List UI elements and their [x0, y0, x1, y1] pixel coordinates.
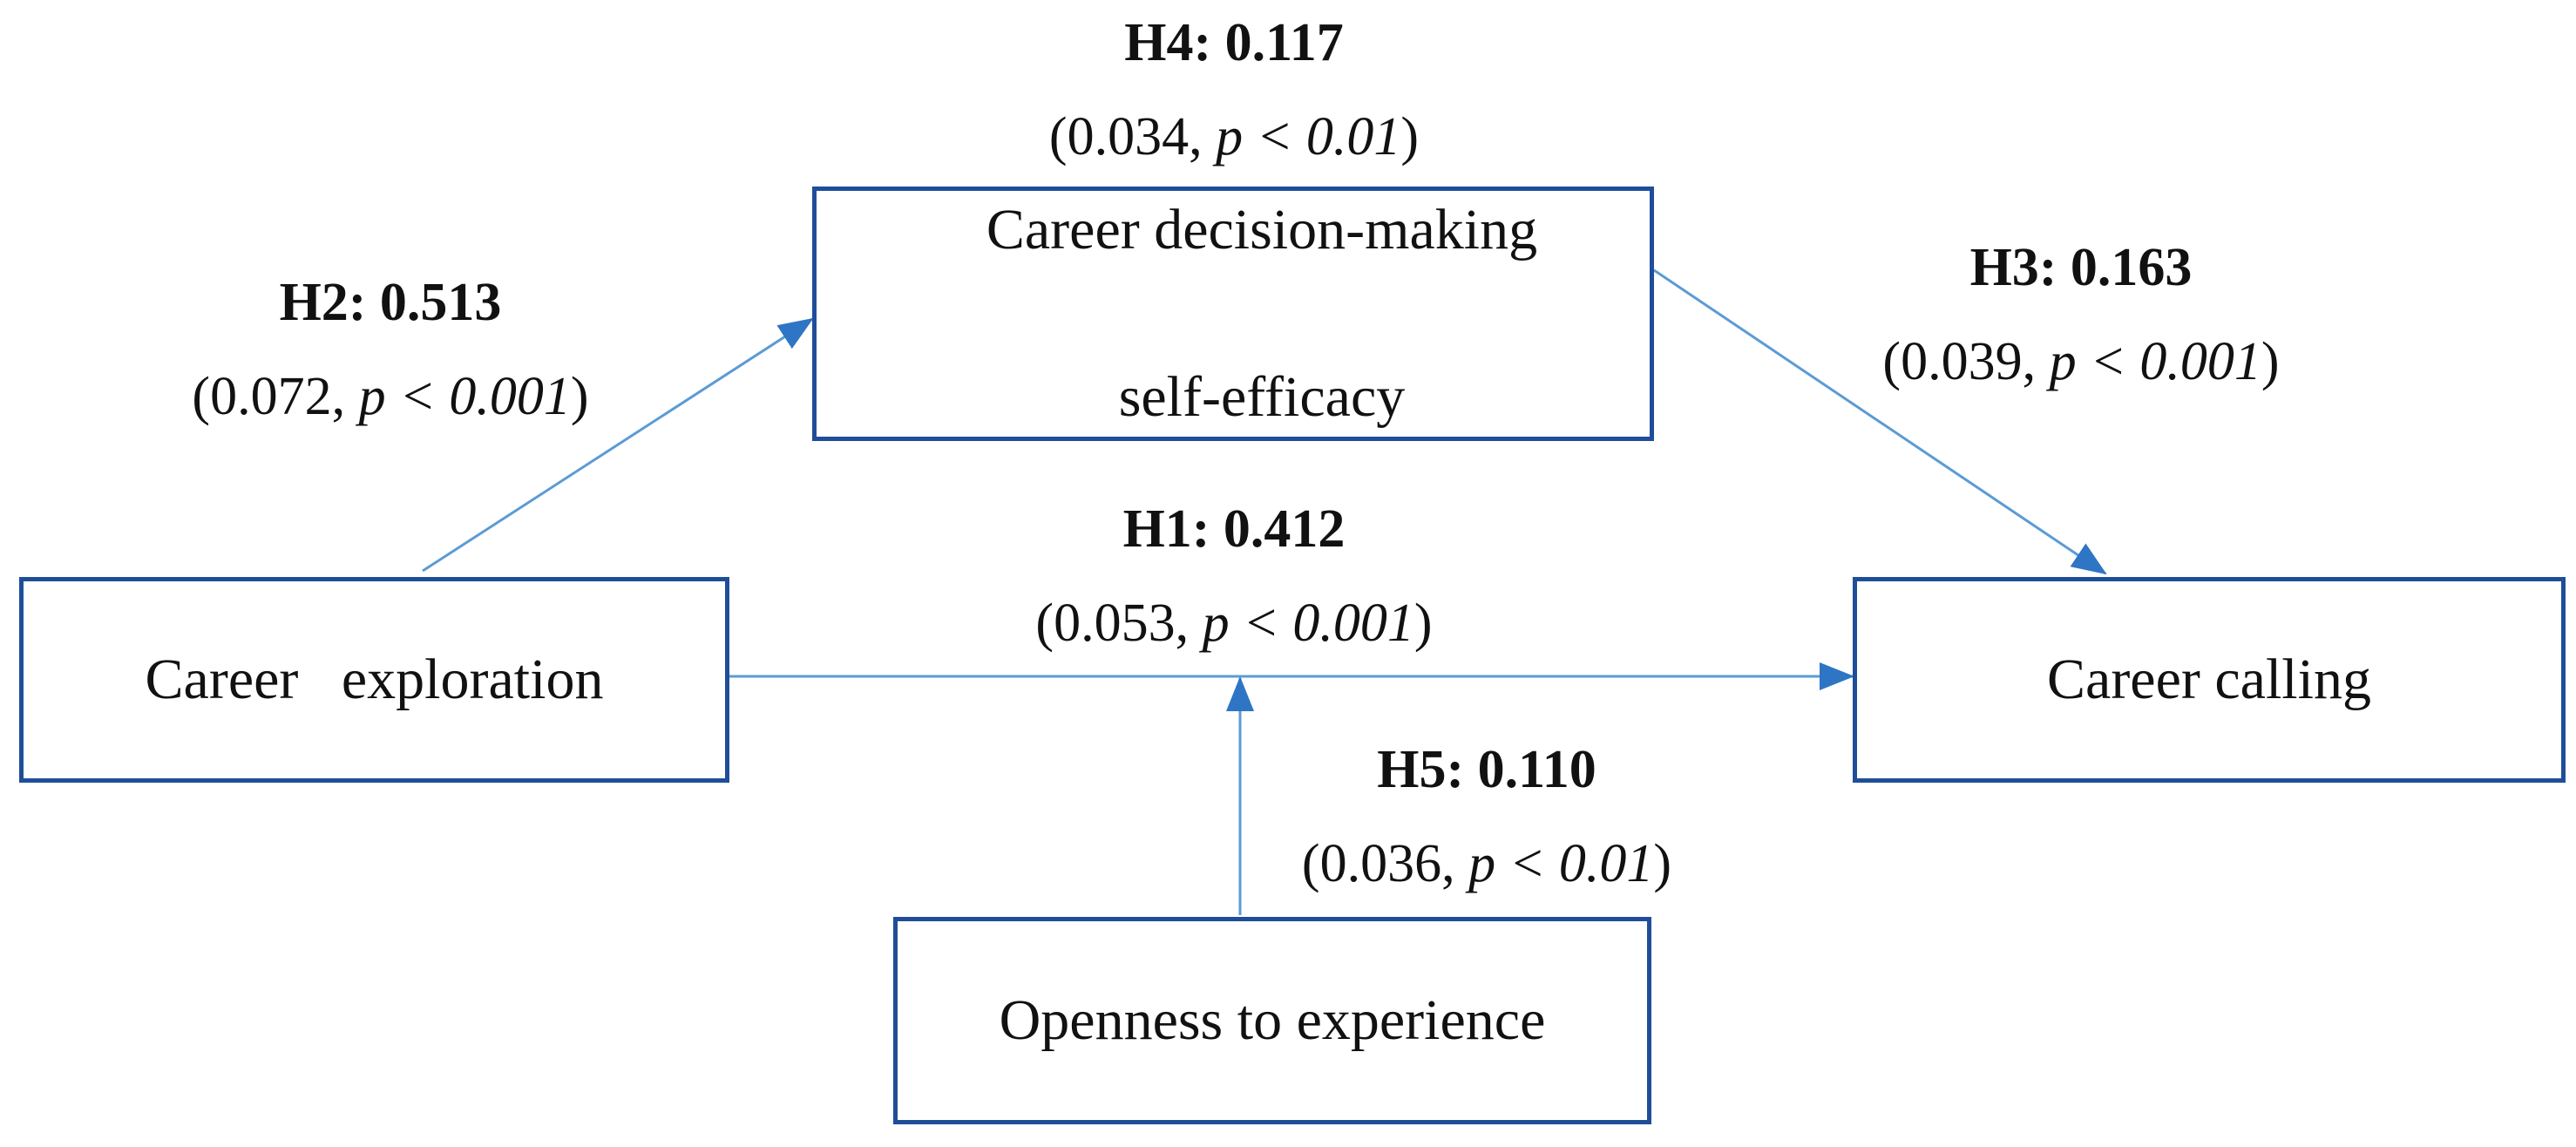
node-career-calling: Career calling	[1853, 577, 2566, 783]
label-h1-p: p < 0.001	[1202, 594, 1414, 653]
label-h3-p: p < 0.001	[2049, 332, 2261, 391]
node-openness-label: Openness to experience	[999, 988, 1546, 1053]
label-h2-se: 0.072	[210, 367, 332, 426]
arrow-h2	[422, 317, 814, 573]
arrow-h3	[1653, 268, 2107, 575]
label-h1: H1: 0.412 (0.053, p < 0.001)	[999, 502, 1469, 650]
label-h3-coef: H3: 0.163	[1969, 238, 2193, 297]
label-h3: H3: 0.163 (0.039, p < 0.001)	[1846, 241, 2316, 389]
label-h4-coef: H4: 0.117	[1124, 13, 1344, 72]
node-career-calling-label: Career calling	[2047, 648, 2371, 712]
node-openness: Openness to experience	[893, 917, 1651, 1124]
label-h1-coef: H1: 0.412	[1122, 499, 1346, 559]
label-h1-se: 0.053	[1054, 594, 1176, 653]
node-career-exploration-label: Career exploration	[145, 648, 604, 712]
node-self-efficacy-line1: Career decision-making	[986, 198, 1538, 262]
label-h3-stat: (0.039, p < 0.001)	[1882, 332, 2280, 391]
node-self-efficacy-line2: self-efficacy	[1118, 364, 1406, 429]
node-self-efficacy: Career decision-making self-efficacy	[812, 187, 1654, 441]
label-h5-p: p < 0.01	[1468, 834, 1654, 893]
label-h4-p: p < 0.01	[1216, 107, 1401, 166]
label-h5-se: 0.036	[1319, 834, 1442, 893]
label-h2: H2: 0.513 (0.072, p < 0.001)	[155, 275, 626, 424]
label-h1-stat: (0.053, p < 0.001)	[1035, 594, 1433, 653]
label-h4-se: 0.034	[1067, 107, 1190, 166]
label-h5: H5: 0.110 (0.036, p < 0.01)	[1251, 743, 1722, 891]
label-h4: H4: 0.117 (0.034, p < 0.01)	[999, 16, 1469, 164]
label-h5-coef: H5: 0.110	[1377, 740, 1596, 799]
label-h3-se: 0.039	[1901, 332, 2023, 391]
label-h2-p: p < 0.001	[358, 367, 571, 426]
label-h5-stat: (0.036, p < 0.01)	[1301, 834, 1672, 893]
node-career-exploration: Career exploration	[19, 577, 729, 783]
label-h2-coef: H2: 0.513	[279, 273, 502, 332]
label-h2-stat: (0.072, p < 0.001)	[192, 367, 589, 426]
label-h4-stat: (0.034, p < 0.01)	[1048, 107, 1420, 166]
